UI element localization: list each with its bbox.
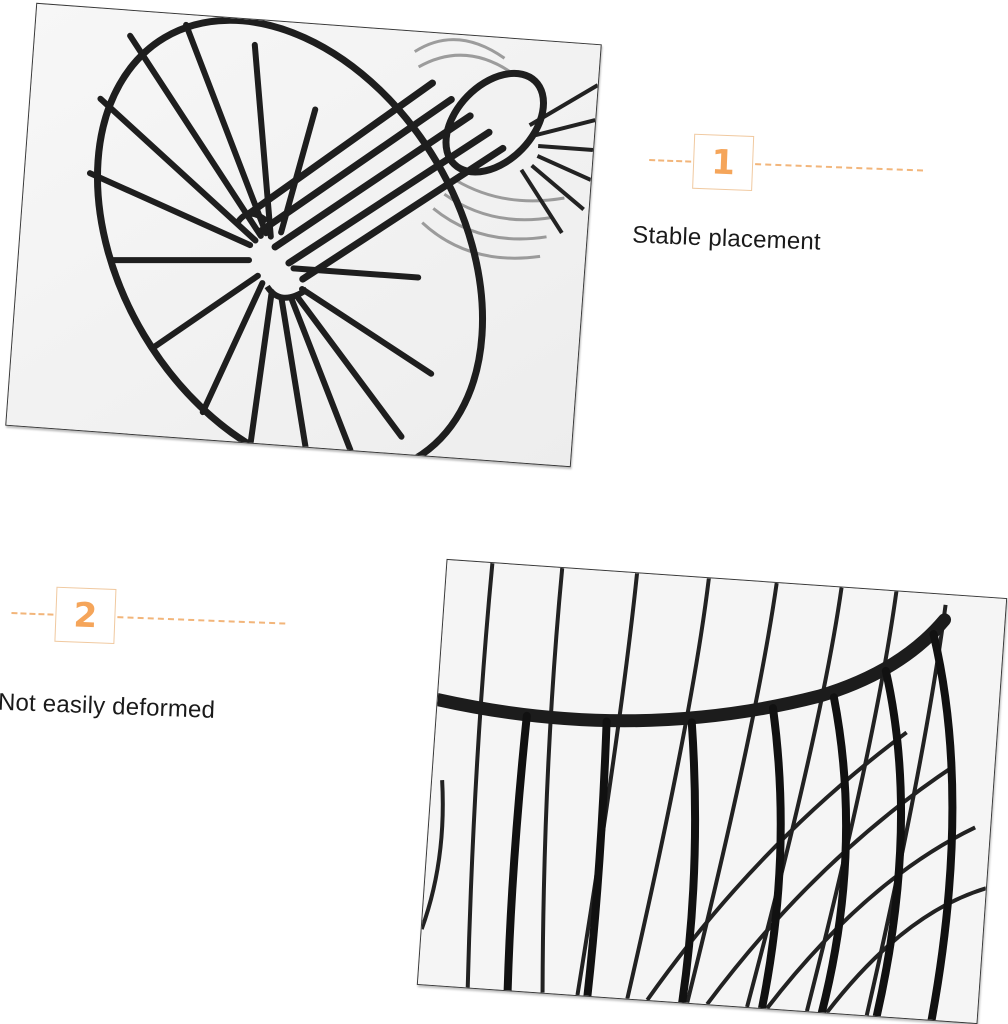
wire-basket-rim-illustration [417,559,1007,1024]
feature-number-badge: 1 [692,133,755,191]
product-photo-rim-closeup [416,558,1008,1024]
feature-label: Stable placement [631,221,822,256]
wire-spoke-base-illustration [6,3,601,467]
feature-number-row: 1 [648,132,940,203]
feature-number-badge: 2 [54,586,117,645]
feature-label: Not easily deformed [0,688,216,724]
feature-number-row: 2 [10,585,302,656]
feature-callout-1: 1 Stable placement [632,132,940,261]
feature-callout-2: 2 Not easily deformed [0,585,302,728]
dashed-divider-right [755,163,924,172]
dashed-divider-right [117,616,286,625]
dashed-divider-left [11,612,54,616]
dashed-divider-left [649,159,692,163]
product-photo-stable-base [5,2,602,468]
